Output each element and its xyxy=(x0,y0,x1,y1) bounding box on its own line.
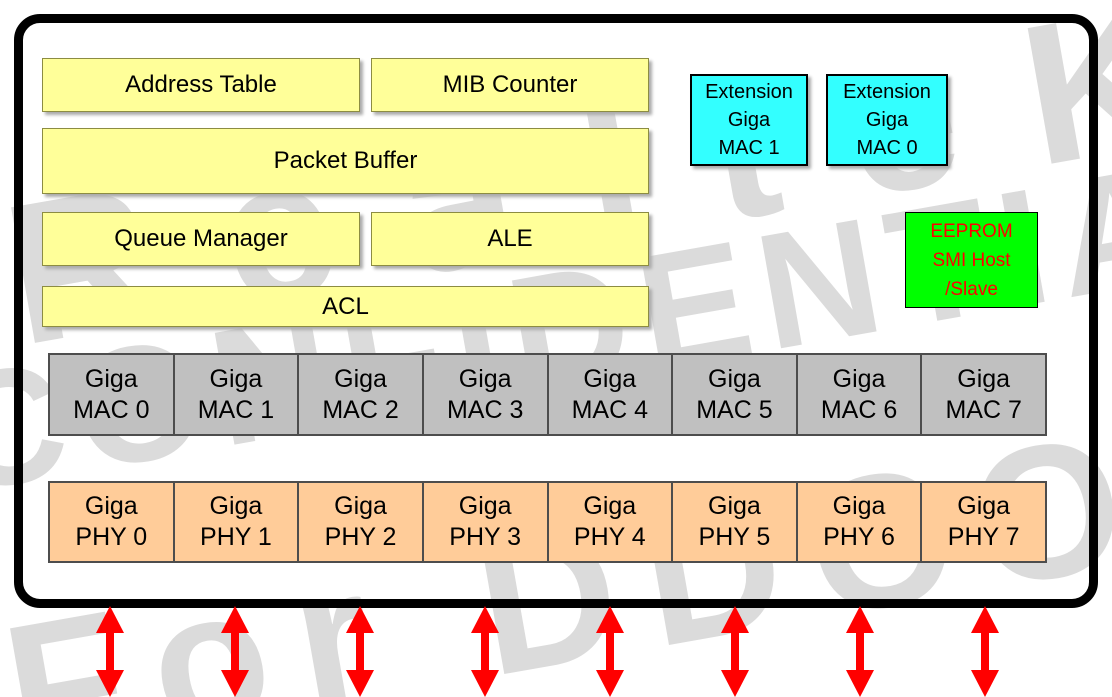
phy-port-arrow xyxy=(971,606,999,697)
extension-mac-0-line: MAC 0 xyxy=(856,137,918,159)
arrow-up-icon xyxy=(721,606,749,633)
arrow-up-icon xyxy=(846,606,874,633)
arrow-down-icon xyxy=(596,670,624,697)
giga-phy-cell: Giga PHY 0 xyxy=(50,483,175,561)
chip-outline xyxy=(14,14,1098,608)
giga-mac-cell: Giga MAC 1 xyxy=(175,355,300,434)
phy-port-arrow xyxy=(471,606,499,697)
giga-phy-cell: Giga PHY 3 xyxy=(424,483,549,561)
giga-phy-cell: Giga PHY 2 xyxy=(299,483,424,561)
packet-buffer-label: Packet Buffer xyxy=(273,147,418,174)
phy-port-arrow xyxy=(221,606,249,697)
extension-mac-1-line: Extension xyxy=(705,81,793,103)
arrow-down-icon xyxy=(846,670,874,697)
extension-mac-0-line: Giga xyxy=(865,109,909,131)
giga-mac-cell: Giga MAC 3 xyxy=(424,355,549,434)
arrow-down-icon xyxy=(971,670,999,697)
arrow-down-icon xyxy=(346,670,374,697)
ale-label: ALE xyxy=(487,225,533,252)
phy-port-arrow xyxy=(846,606,874,697)
giga-phy-cell: Giga PHY 1 xyxy=(175,483,300,561)
giga-phy-cell: Giga PHY 5 xyxy=(673,483,798,561)
giga-mac-cell: Giga MAC 2 xyxy=(299,355,424,434)
extension-mac-0-line: Extension xyxy=(843,81,931,103)
extension-giga-mac-1-block: Extension Giga MAC 1 xyxy=(690,74,808,166)
arrow-up-icon xyxy=(596,606,624,633)
giga-mac-cell: Giga MAC 5 xyxy=(673,355,798,434)
eeprom-line: SMI Host xyxy=(932,249,1011,271)
phy-port-arrow xyxy=(346,606,374,697)
arrow-up-icon xyxy=(471,606,499,633)
packet-buffer-block: Packet Buffer xyxy=(42,128,649,194)
eeprom-smi-block: EEPROM SMI Host /Slave xyxy=(905,212,1038,308)
mib-counter-block: MIB Counter xyxy=(371,58,649,112)
extension-giga-mac-0-block: Extension Giga MAC 0 xyxy=(826,74,948,166)
arrow-up-icon xyxy=(346,606,374,633)
ale-block: ALE xyxy=(371,212,649,266)
giga-mac-cell: Giga MAC 4 xyxy=(549,355,674,434)
arrow-down-icon xyxy=(96,670,124,697)
phy-port-arrow xyxy=(96,606,124,697)
giga-phy-cell: Giga PHY 7 xyxy=(947,492,1020,551)
acl-block: ACL xyxy=(42,286,649,327)
giga-mac-cell: Giga MAC 6 xyxy=(798,355,923,434)
acl-label: ACL xyxy=(322,292,369,320)
arrow-up-icon xyxy=(221,606,249,633)
queue-manager-block: Queue Manager xyxy=(42,212,360,266)
arrow-down-icon xyxy=(221,670,249,697)
arrow-down-icon xyxy=(471,670,499,697)
extension-mac-1-line: MAC 1 xyxy=(718,137,780,159)
giga-mac-cell: Giga MAC 7 xyxy=(945,364,1022,424)
giga-mac-port-row: Giga MAC 0 Giga MAC 1 Giga MAC 2 Giga MA… xyxy=(48,353,1047,436)
giga-phy-cell: Giga PHY 4 xyxy=(549,483,674,561)
address-table-block: Address Table xyxy=(42,58,360,112)
giga-mac-cell: Giga MAC 0 xyxy=(50,355,175,434)
address-table-label: Address Table xyxy=(125,71,277,98)
phy-port-arrow xyxy=(596,606,624,697)
queue-manager-label: Queue Manager xyxy=(114,225,288,252)
giga-phy-port-row: Giga PHY 0 Giga PHY 1 Giga PHY 2 Giga PH… xyxy=(48,481,1047,563)
arrow-up-icon xyxy=(96,606,124,633)
eeprom-line: EEPROM xyxy=(930,220,1013,242)
phy-port-arrow xyxy=(721,606,749,697)
giga-phy-cell: Giga PHY 6 xyxy=(798,483,923,561)
mib-counter-label: MIB Counter xyxy=(442,71,578,98)
extension-mac-1-line: Giga xyxy=(727,109,771,131)
arrow-down-icon xyxy=(721,670,749,697)
eeprom-line: /Slave xyxy=(945,278,998,300)
arrow-up-icon xyxy=(971,606,999,633)
